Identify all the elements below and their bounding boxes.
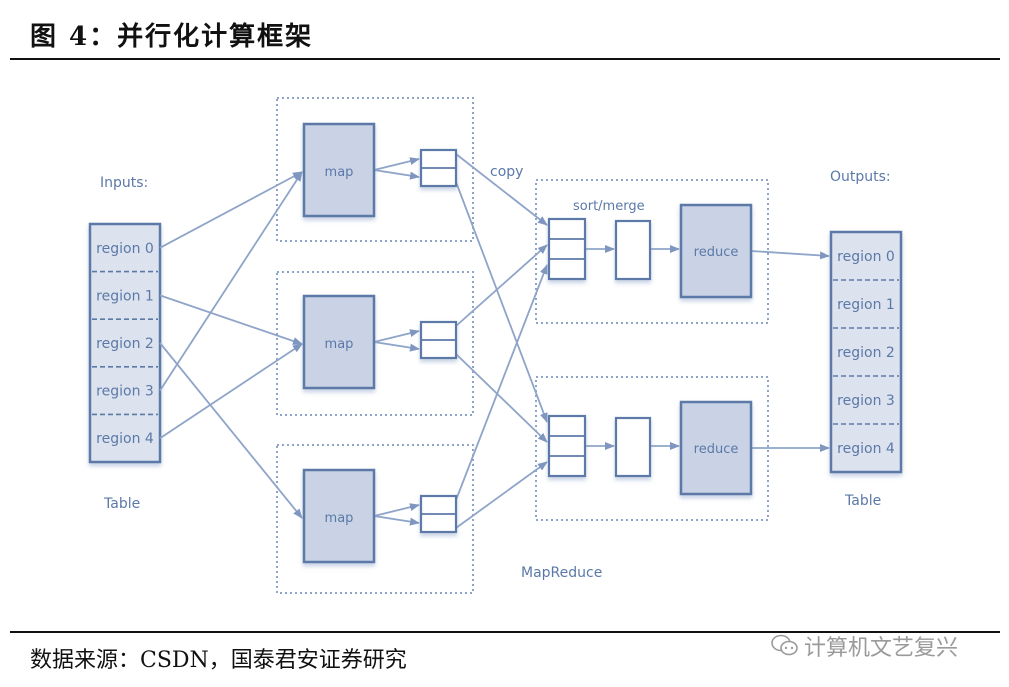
map-to-partition-arrow <box>373 503 420 517</box>
sort-merge-label: sort/merge <box>573 199 645 214</box>
inputs-label: Inputs: <box>100 175 148 191</box>
top-rule <box>10 58 1000 60</box>
output-region-4: region 4 <box>837 441 895 457</box>
merge-buffer-1 <box>547 217 587 281</box>
input-region-2: region 2 <box>96 336 154 352</box>
input-region-1: region 1 <box>96 288 154 304</box>
figure-title: 图 4：并行化计算框架 <box>30 22 314 52</box>
output-region-1: region 1 <box>837 297 895 313</box>
shuffle-edge <box>455 153 548 226</box>
input-region-3: region 3 <box>96 384 154 400</box>
reduce-label-2: reduce <box>694 442 739 457</box>
output-table: region 0 region 1 region 2 region 3 region 4 <box>829 230 903 474</box>
map-to-partition-arrow <box>373 341 420 352</box>
shuffle-edge <box>455 461 548 529</box>
bottom-rule <box>10 631 1000 633</box>
map-label-1: map <box>325 165 354 180</box>
watermark: 计算机文艺复兴 <box>770 630 958 662</box>
shuffle-edge <box>455 181 548 423</box>
map-to-partition-arrow <box>373 157 420 171</box>
shuffle-edge <box>455 244 548 327</box>
map-label-2: map <box>325 337 354 352</box>
output-region-0: region 0 <box>837 249 895 265</box>
input-to-map-edge <box>159 294 303 345</box>
map-to-partition-arrow <box>373 329 420 343</box>
outputs-label: Outputs: <box>830 169 891 185</box>
data-source-note: 数据来源：CSDN，国泰君安证券研究 <box>30 648 407 673</box>
input-region-0: region 0 <box>96 241 154 257</box>
input-table: region 0 region 1 region 2 region 3 region 4 <box>88 222 162 464</box>
copy-label: copy <box>490 164 523 180</box>
map-group-3 <box>276 444 474 594</box>
reduce-box-2 <box>679 400 753 496</box>
map-box-1 <box>302 122 376 218</box>
map-group-1 <box>276 97 474 242</box>
input-to-map-edge <box>159 342 303 519</box>
map-label-3: map <box>325 511 354 526</box>
sorted-box-2 <box>614 416 652 478</box>
map-to-partition-arrow <box>373 515 420 526</box>
output-region-3: region 3 <box>837 393 895 409</box>
map-box-2 <box>302 294 376 390</box>
output-table-label: Table <box>844 493 881 509</box>
map-box-3 <box>302 468 376 564</box>
input-to-map-edge <box>159 171 303 392</box>
reduce-to-output-edge <box>750 250 830 260</box>
wechat-icon <box>771 634 798 656</box>
watermark-text: 计算机文艺复兴 <box>804 636 959 661</box>
map-group-2 <box>276 271 474 416</box>
input-region-4: region 4 <box>96 431 154 447</box>
output-region-2: region 2 <box>837 345 895 361</box>
map-to-partition-arrow <box>373 169 420 180</box>
sorted-box-1 <box>614 219 652 281</box>
shuffle-edge <box>455 264 548 501</box>
reduce-group-2 <box>535 376 769 521</box>
input-to-map-edge <box>159 343 303 439</box>
shuffle-edge <box>455 353 548 443</box>
input-to-map-edge <box>159 171 303 249</box>
input-table-label: Table <box>103 496 140 512</box>
reduce-label-1: reduce <box>694 245 739 260</box>
reduce-group-1 <box>535 179 769 324</box>
reduce-box-1 <box>679 203 753 299</box>
merge-buffer-2 <box>547 414 587 478</box>
mapreduce-label: MapReduce <box>521 565 602 581</box>
